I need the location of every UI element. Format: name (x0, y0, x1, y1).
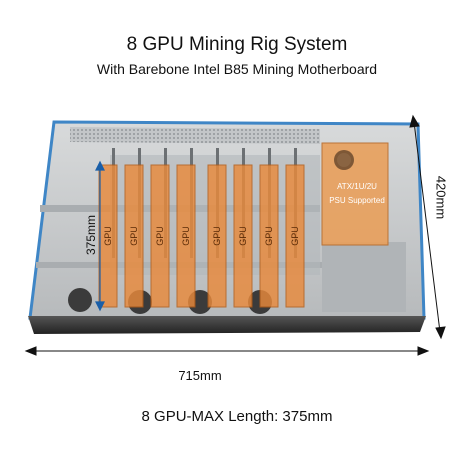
gpu-slot-labels: GPU GPU GPU GPU GPU GPU GPU GPU (103, 226, 300, 246)
width-label: 715mm (178, 368, 222, 383)
width-dimension (24, 346, 430, 356)
depth-label: 420mm (433, 175, 449, 220)
gpu-label-8: GPU (290, 226, 300, 246)
gpu-length-dimension (95, 160, 105, 312)
psu-label-form-factor: ATX/1U/2U (337, 182, 377, 191)
page-title: 8 GPU Mining Rig System (126, 34, 348, 55)
psu-bay (321, 142, 389, 246)
gpu-label-4: GPU (181, 226, 191, 246)
max-length-caption: 8 GPU-MAX Length: 375mm (141, 408, 333, 425)
gpu-label-6: GPU (238, 226, 248, 246)
depth-dimension (409, 114, 446, 340)
gpu-label-1: GPU (103, 226, 113, 246)
gpu-slots (98, 164, 305, 308)
gpu-label-7: GPU (264, 226, 274, 246)
page-subtitle: With Barebone Intel B85 Mining Motherboa… (96, 61, 378, 77)
gpu-label-2: GPU (129, 226, 139, 246)
gpu-length-label: 375mm (84, 215, 98, 256)
psu-label-supported: PSU Supported (329, 196, 385, 205)
gpu-label-5: GPU (212, 226, 222, 246)
gpu-label-3: GPU (155, 226, 165, 246)
